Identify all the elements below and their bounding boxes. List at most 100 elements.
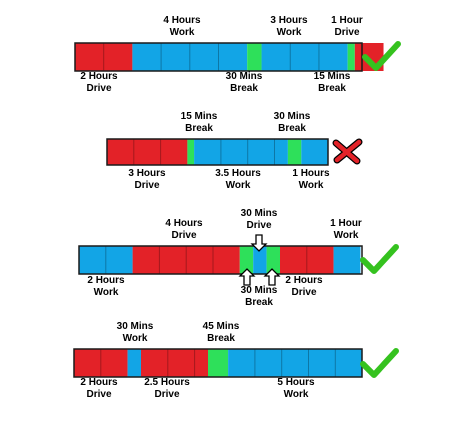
below-label-line1: 2 Hours — [87, 275, 125, 286]
up-arrow-icon — [238, 268, 256, 286]
below-label-line1: 2 Hours — [80, 71, 118, 82]
above-label-line1: 45 Mins — [203, 321, 240, 332]
timeline-outline — [106, 138, 329, 166]
below-label-line1: 30 Mins — [241, 285, 278, 296]
break-block — [287, 139, 302, 165]
below-label-line2: Work — [284, 389, 309, 400]
above-label-line1: 1 Hour — [331, 15, 363, 26]
above-label-line1: 3 Hours — [270, 15, 308, 26]
above-label-line2: Break — [185, 123, 213, 134]
work-block — [132, 43, 248, 71]
break-block — [187, 139, 195, 165]
break-block — [239, 246, 254, 274]
drive-block — [107, 139, 188, 165]
below-label-line2: Drive — [154, 389, 179, 400]
work-block — [261, 43, 348, 71]
below-label-line1: 5 Hours — [277, 377, 315, 388]
below-label-line2: Drive — [86, 389, 111, 400]
below-label-line2: Break — [245, 297, 273, 308]
below-label-line1: 15 Mins — [314, 71, 351, 82]
check-icon — [362, 41, 401, 71]
above-label-line1: 30 Mins — [117, 321, 154, 332]
break-block — [247, 43, 262, 71]
below-label-line1: 3.5 Hours — [215, 168, 261, 179]
above-label-line1: 15 Mins — [181, 111, 218, 122]
above-label-line1: 1 Hour — [330, 218, 362, 229]
work-block — [228, 349, 363, 377]
cross-fill — [333, 139, 362, 164]
break-block — [347, 43, 355, 71]
work-block — [253, 246, 267, 274]
below-label-line2: Drive — [86, 83, 111, 94]
below-label-line2: Break — [230, 83, 258, 94]
below-label-line2: Work — [94, 287, 119, 298]
below-label-line1: 30 Mins — [226, 71, 263, 82]
above-label-line1: 4 Hours — [163, 15, 201, 26]
cross-icon — [332, 138, 363, 165]
below-label-line2: Work — [226, 180, 251, 191]
up-arrow-icon — [263, 268, 281, 286]
above-label-line2: Work — [123, 333, 148, 344]
above-label-line2: Break — [278, 123, 306, 134]
above-label-line2: Drive — [334, 27, 359, 38]
drive-block — [280, 246, 334, 274]
check-icon — [360, 244, 399, 274]
above-label-line1: 30 Mins — [274, 111, 311, 122]
below-label-line1: 1 Hours — [292, 168, 330, 179]
above-label-line2: Drive — [171, 230, 196, 241]
above-label-line1: 4 Hours — [165, 218, 203, 229]
below-label-line1: 3 Hours — [128, 168, 166, 179]
break-block — [208, 349, 229, 377]
below-label-line1: 2 Hours — [285, 275, 323, 286]
check-icon — [360, 348, 399, 378]
work-block — [79, 246, 133, 274]
above-label-line2: Work — [170, 27, 195, 38]
work-block — [127, 349, 141, 377]
above-label-line2: Work — [277, 27, 302, 38]
break-block — [266, 246, 280, 274]
below-label-line2: Work — [299, 180, 324, 191]
drive-block — [74, 349, 128, 377]
work-block — [333, 246, 361, 274]
down-arrow-icon — [250, 234, 268, 252]
below-label-line1: 2.5 Hours — [144, 377, 190, 388]
above-label-line1: 30 Mins — [241, 208, 278, 219]
drive-block — [141, 349, 208, 377]
below-label-line2: Drive — [134, 180, 159, 191]
drive-block — [75, 43, 133, 71]
drive-block — [132, 246, 240, 274]
work-block — [194, 139, 288, 165]
below-label-line2: Drive — [291, 287, 316, 298]
work-block — [301, 139, 329, 165]
above-label-line2: Drive — [246, 220, 271, 231]
above-label-line2: Work — [334, 230, 359, 241]
below-label-line2: Break — [318, 83, 346, 94]
above-label-line2: Break — [207, 333, 235, 344]
below-label-line1: 2 Hours — [80, 377, 118, 388]
